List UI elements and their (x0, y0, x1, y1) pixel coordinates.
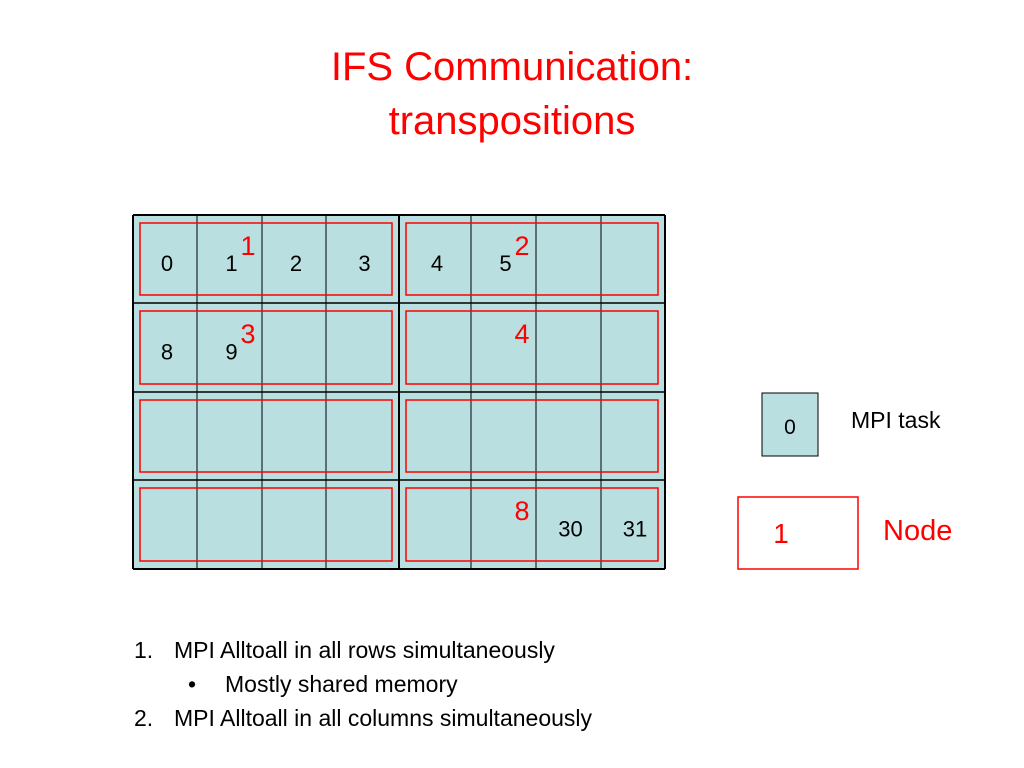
title-line-2: transpositions (388, 99, 636, 143)
node-box (405, 222, 659, 296)
legend-task-sample: 0 (784, 416, 796, 439)
task-cell (399, 215, 471, 303)
list-item-2-number: 2. (134, 705, 154, 731)
task-cell (326, 392, 399, 480)
legend-node-box (737, 496, 859, 570)
node-number: 1 (240, 231, 255, 261)
task-label: 8 (161, 340, 173, 365)
task-cell (133, 215, 197, 303)
task-label: 2 (290, 251, 302, 276)
title-line-1: IFS Communication: (330, 45, 694, 89)
task-label: 30 (558, 517, 582, 542)
task-cell (133, 392, 197, 480)
task-grid: 0 1 2 3 4 5 8 9 30 31 1 2 3 4 8 (132, 214, 666, 570)
list-item-1-text: MPI Alltoall in all rows simultaneously (174, 637, 555, 663)
task-cell (399, 303, 471, 392)
task-label: 3 (358, 251, 370, 276)
task-cell (536, 392, 601, 480)
task-label: 4 (431, 251, 443, 276)
task-cell (601, 392, 665, 480)
task-cell (536, 480, 601, 569)
task-cell (471, 303, 536, 392)
list-item-2-text: MPI Alltoall in all columns simultaneous… (174, 705, 593, 731)
node-box (405, 487, 659, 562)
task-cell (601, 480, 665, 569)
bullet-icon: • (188, 671, 197, 697)
task-cell (262, 303, 326, 392)
task-cell (262, 215, 326, 303)
node-box (139, 399, 393, 473)
node-number: 2 (514, 231, 529, 261)
task-cell (536, 303, 601, 392)
task-cell (399, 392, 471, 480)
node-box (405, 310, 659, 385)
node-box (139, 487, 393, 562)
legend: 0 MPI task 1 Node (737, 392, 952, 570)
legend-node-label: Node (883, 515, 952, 547)
task-cell (471, 215, 536, 303)
task-cell (262, 392, 326, 480)
task-cell (197, 215, 262, 303)
task-label: 0 (161, 251, 173, 276)
task-cell (197, 392, 262, 480)
task-label: 31 (623, 517, 647, 542)
task-cell (471, 480, 536, 569)
list-item-1-number: 1. (134, 637, 154, 663)
legend-task-box (761, 392, 819, 457)
task-label: 5 (499, 251, 511, 276)
task-cell (133, 303, 197, 392)
node-number: 8 (514, 496, 529, 526)
node-box (405, 399, 659, 473)
task-cell (536, 215, 601, 303)
legend-task-label: MPI task (851, 407, 941, 433)
task-cell (326, 215, 399, 303)
task-cell (133, 480, 197, 569)
task-cell (399, 480, 471, 569)
task-cell (471, 392, 536, 480)
task-label: 1 (225, 251, 237, 276)
node-box (139, 222, 393, 296)
node-number: 4 (514, 319, 529, 349)
task-cell (326, 480, 399, 569)
node-number: 3 (240, 319, 255, 349)
task-cell (197, 480, 262, 569)
legend-node-sample: 1 (773, 518, 789, 549)
slide-title: IFS Communication: transpositions (0, 40, 1024, 148)
list-subitem-text: Mostly shared memory (225, 671, 458, 697)
task-cell (262, 480, 326, 569)
task-cell (601, 303, 665, 392)
task-label: 9 (225, 340, 237, 365)
node-box (139, 310, 393, 385)
task-cell (326, 303, 399, 392)
task-cell (197, 303, 262, 392)
task-cell (601, 215, 665, 303)
